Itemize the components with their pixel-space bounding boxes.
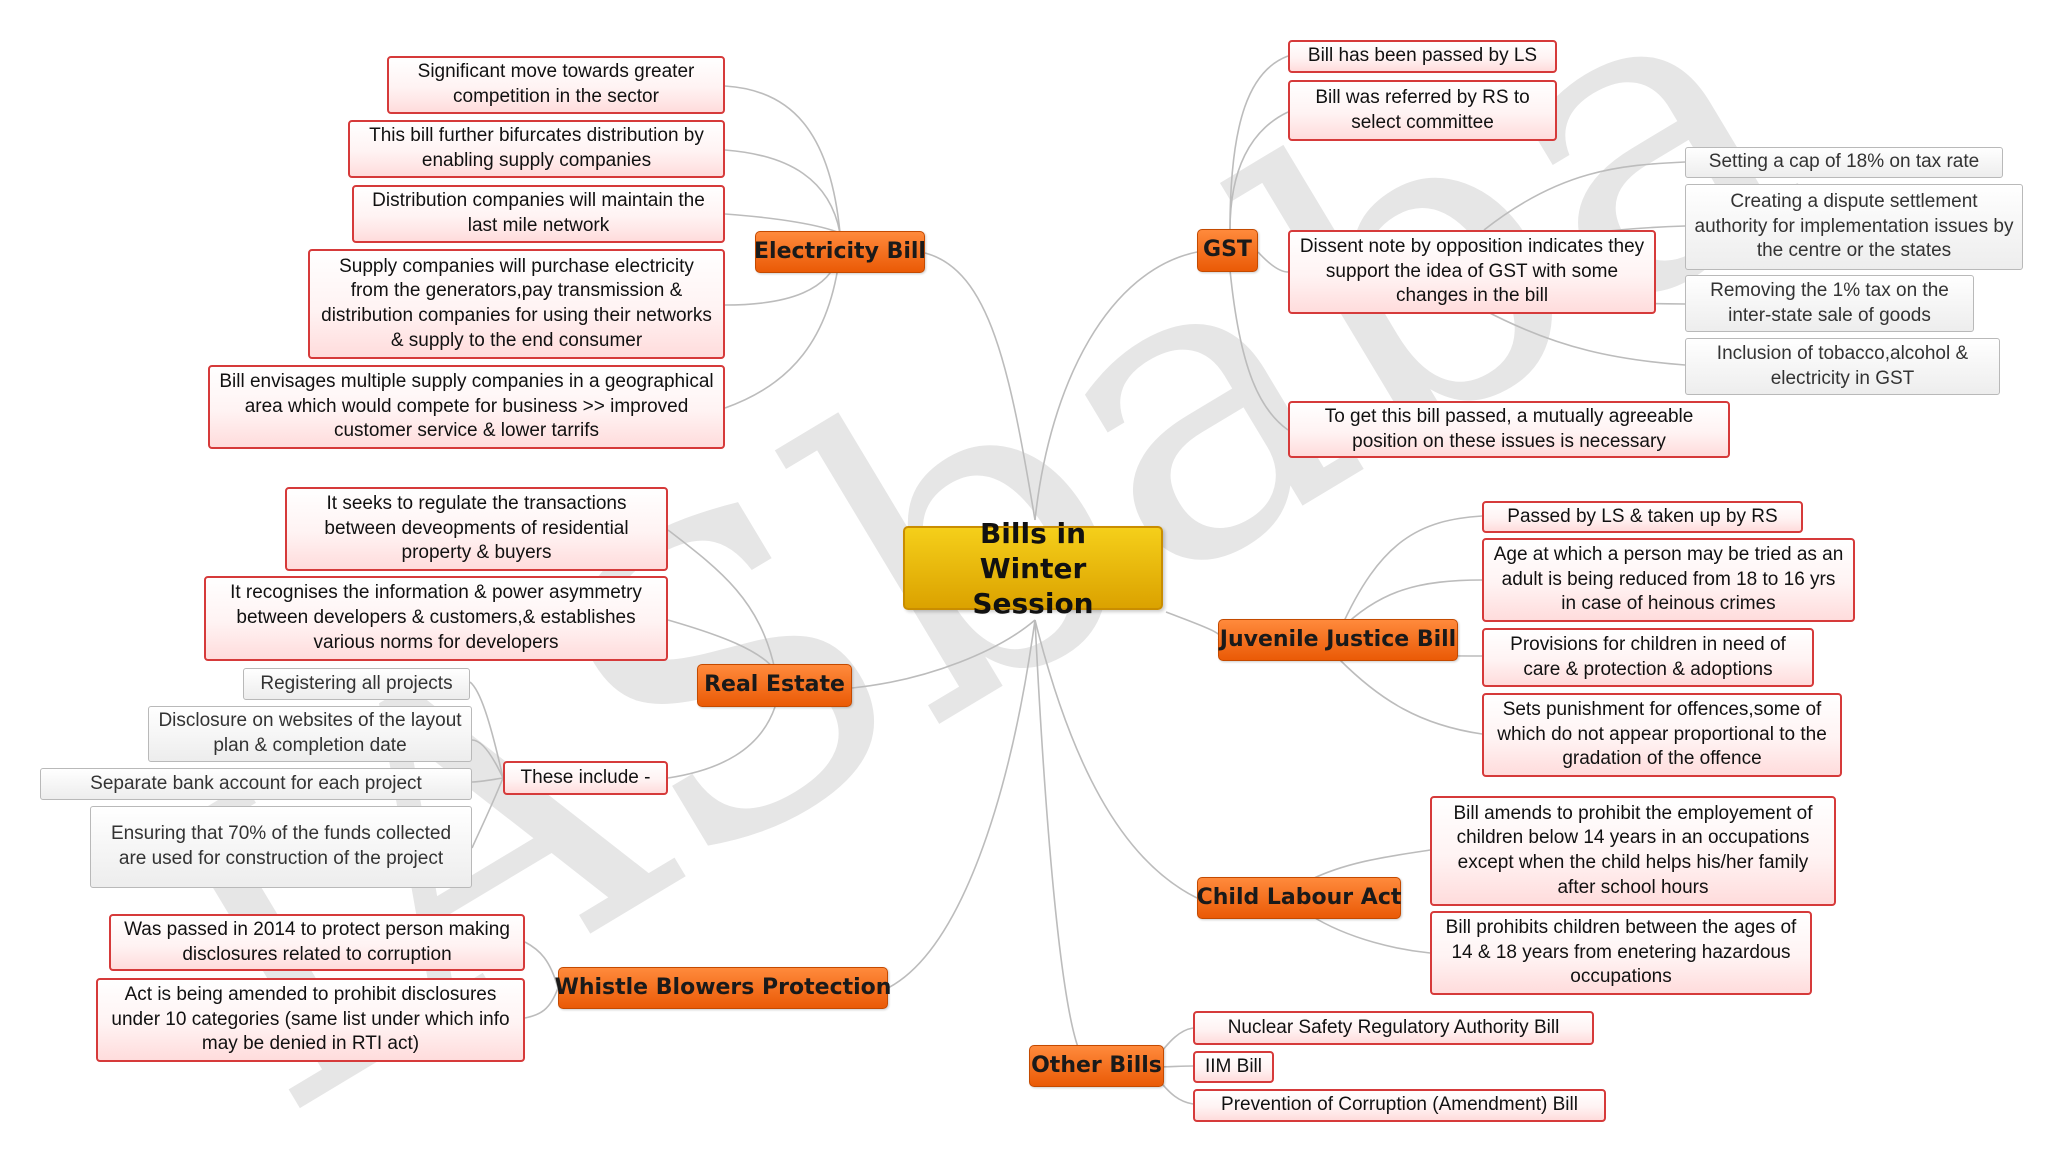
juvenile-detail[interactable]: Age at which a person may be tried as an… — [1482, 538, 1855, 622]
topic-label: Real Estate — [704, 672, 845, 698]
these-include-item[interactable]: Ensuring that 70% of the funds collected… — [90, 806, 472, 888]
these-include-item[interactable]: Disclosure on websites of the layout pla… — [148, 706, 472, 762]
topic-child-labour[interactable]: Child Labour Act — [1197, 877, 1401, 919]
juvenile-detail[interactable]: Provisions for children in need of care … — [1482, 628, 1814, 687]
these-include-item[interactable]: Separate bank account for each project — [40, 768, 472, 800]
electricity-detail[interactable]: This bill further bifurcates distributio… — [348, 120, 725, 178]
electricity-detail[interactable]: Distribution companies will maintain the… — [352, 185, 725, 243]
connector-electricity — [924, 252, 1036, 521]
topic-electricity-bill[interactable]: Electricity Bill — [754, 231, 926, 273]
whistle-detail[interactable]: Act is being amended to prohibit disclos… — [96, 978, 525, 1062]
child-labour-detail[interactable]: Bill amends to prohibit the employement … — [1430, 796, 1836, 906]
topic-label: Electricity Bill — [754, 238, 926, 264]
juvenile-detail[interactable]: Sets punishment for offences,some of whi… — [1482, 693, 1842, 777]
other-bill-item[interactable]: Nuclear Safety Regulatory Authority Bill — [1193, 1011, 1594, 1045]
other-bill-item[interactable]: IIM Bill — [1193, 1051, 1274, 1083]
child-labour-detail[interactable]: Bill prohibits children between the ages… — [1430, 911, 1812, 995]
topic-whistle-blowers[interactable]: Whistle Blowers Protection — [555, 967, 891, 1009]
these-include-node[interactable]: These include - — [503, 761, 668, 795]
connector-child-labour — [1034, 619, 1198, 899]
connector-other — [1034, 619, 1080, 1051]
juvenile-detail[interactable]: Passed by LS & taken up by RS — [1482, 501, 1803, 533]
topic-label: Other Bills — [1031, 1052, 1162, 1078]
topic-juvenile-justice[interactable]: Juvenile Justice Bill — [1218, 619, 1458, 661]
topic-label: Whistle Blowers Protection — [554, 974, 892, 1000]
topic-label: Juvenile Justice Bill — [1219, 626, 1457, 652]
gst-detail[interactable]: Bill was referred by RS to select commit… — [1288, 80, 1557, 141]
topic-other-bills[interactable]: Other Bills — [1029, 1045, 1164, 1087]
gst-dissent-item[interactable]: Setting a cap of 18% on tax rate — [1685, 147, 2003, 178]
connector-real-estate — [851, 619, 1036, 689]
connector-juvenile — [1165, 611, 1222, 641]
gst-dissent-item[interactable]: Inclusion of tobacco,alcohol & electrici… — [1685, 338, 2000, 395]
real-estate-detail[interactable]: It seeks to regulate the transactions be… — [285, 487, 668, 571]
gst-detail[interactable]: To get this bill passed, a mutually agre… — [1288, 401, 1730, 458]
connector-gst — [1034, 251, 1198, 521]
topic-label: GST — [1203, 237, 1252, 263]
topic-real-estate[interactable]: Real Estate — [697, 664, 852, 707]
gst-detail[interactable]: Bill has been passed by LS — [1288, 40, 1557, 73]
other-bill-item[interactable]: Prevention of Corruption (Amendment) Bil… — [1193, 1089, 1606, 1122]
electricity-detail[interactable]: Significant move towards greater competi… — [387, 56, 725, 114]
central-node[interactable]: Bills in Winter Session — [903, 517, 1163, 620]
central-title: Bills in Winter Session — [972, 516, 1094, 620]
topic-label: Child Labour Act — [1196, 884, 1402, 910]
gst-dissent-item[interactable]: Creating a dispute settlement authority … — [1685, 184, 2023, 270]
real-estate-detail[interactable]: It recognises the information & power as… — [204, 576, 668, 661]
electricity-detail[interactable]: Supply companies will purchase electrici… — [308, 249, 725, 359]
these-include-item[interactable]: Registering all projects — [243, 668, 470, 700]
gst-dissent-item[interactable]: Removing the 1% tax on the inter-state s… — [1685, 275, 1974, 332]
topic-gst[interactable]: GST — [1197, 229, 1258, 272]
whistle-detail[interactable]: Was passed in 2014 to protect person mak… — [109, 914, 525, 971]
gst-detail-dissent[interactable]: Dissent note by opposition indicates the… — [1288, 230, 1656, 314]
electricity-detail[interactable]: Bill envisages multiple supply companies… — [208, 365, 725, 449]
connector-whistle — [887, 619, 1036, 989]
